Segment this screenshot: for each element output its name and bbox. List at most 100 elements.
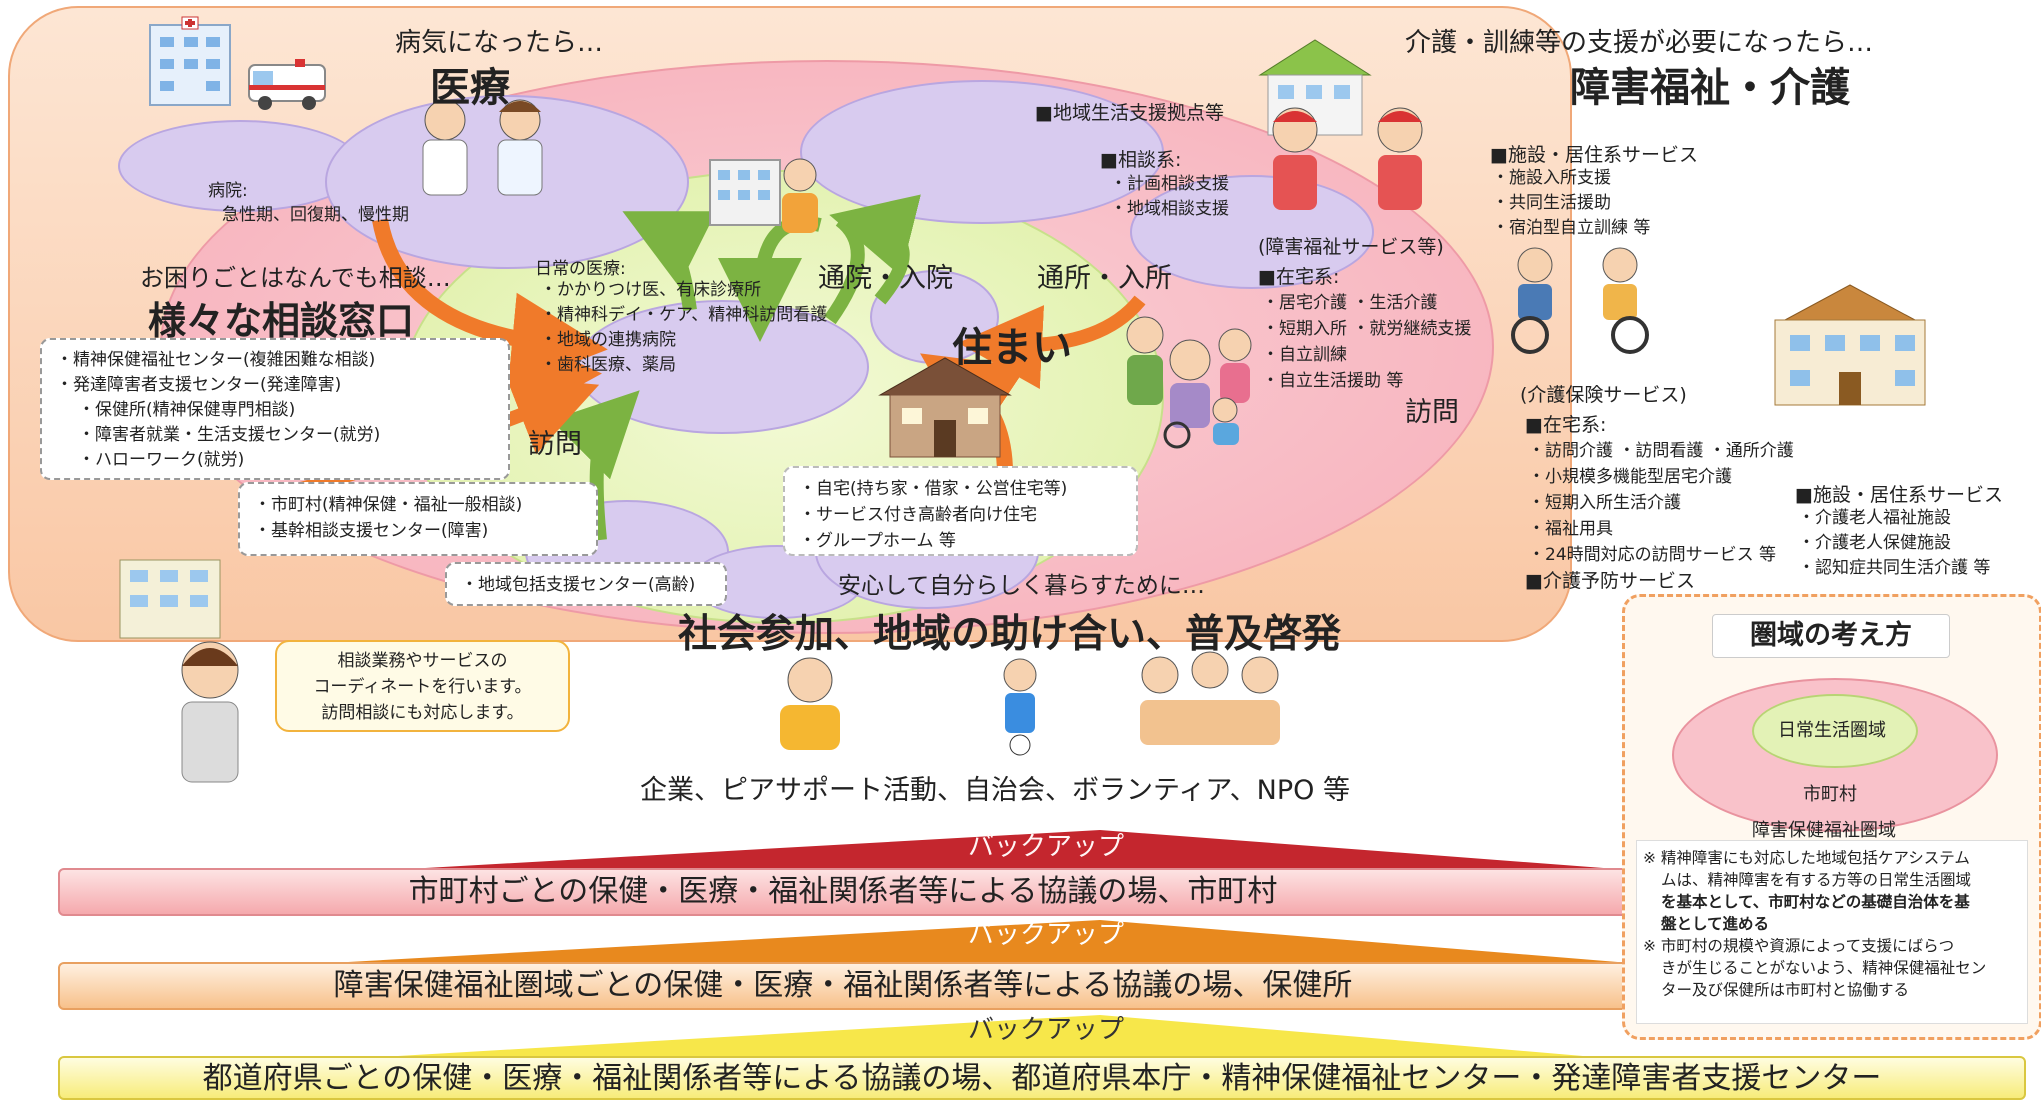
care-service-label: (介護保険サービス) [1520,384,1687,406]
facility-list: ・施設入所支援 ・共同生活援助 ・宿泊型自立訓練 等 [1492,166,1650,241]
consult-box-item: ・市町村(精神保健・福祉一般相談) [254,495,523,515]
arrow-community-up-left [550,390,640,541]
consult-box-item: ・基幹相談支援センター(障害) [254,521,489,541]
care-home-item: ・小規模多機能型居宅介護 [1528,467,1732,487]
area-outer-label: 障害保健福祉圏域 [1752,820,1896,841]
area-note-line: きが生じることがないよう、精神保健福祉セン [1661,959,1987,977]
prefecture-council-text: 都道府県ごとの保健・医療・福祉関係者等による協議の場、都道府県本庁・精神保健福祉… [202,1061,1882,1096]
consult-item: ・計画相談支援 [1110,174,1229,194]
participants-icon [780,651,1280,756]
daily-medical-title: 日常の医療: [535,259,626,279]
organizations-line: 企業、ピアサポート活動、自治会、ボランティア、NPO 等 [640,775,1350,806]
housing-box: ・自宅(持ち家・借家・公営住宅等) ・サービス付き高齢者向け住宅 ・グループホー… [783,466,1138,556]
regional-council-text: 障害保健福祉圏域ごとの保健・医療・福祉関係者等による協議の場、保健所 [333,968,1353,1003]
daily-item: ・歯科医療、薬局 [540,355,676,375]
hospital-types: 急性期、回復期、慢性期 [222,205,409,225]
arrow-commute-left [622,211,717,311]
care-home-head: ■在宅系: [1525,414,1607,436]
elderly-man-icon [782,158,818,233]
area-notes: ※ 精神障害にも対応した地域包括ケアシステム ムは、精神障害を有する方等の日常生… [1636,840,2028,1024]
facility-item: ・宿泊型自立訓練 等 [1492,218,1651,238]
doctor-nurse-icon [422,99,543,196]
area-title: 圏域の考え方 [1750,620,1912,651]
consult-box-item: ・障害者就業・生活支援センター(就労) [78,425,381,445]
care-home-item: ・24時間対応の訪問サービス 等 [1528,545,1777,565]
facility-item: ・共同生活援助 [1492,193,1611,213]
care-home-item: ・訪問介護 ・訪問看護 ・通所介護 [1528,441,1794,461]
tagline: 安心して自分らしく暮らすために… [838,573,1205,599]
housing-item: ・自宅(持ち家・借家・公営住宅等) [799,479,1068,499]
care-prevention: ■介護予防サービス [1525,570,1695,592]
care-home-item: ・短期入所生活介護 [1528,493,1681,513]
care-oval [1130,175,1374,289]
municipal-council-text: 市町村ごとの保健・医療・福祉関係者等による協議の場、市町村 [408,874,1278,909]
area-middle-label: 市町村 [1803,784,1857,805]
home-item: ・居宅介護 ・生活介護 [1262,293,1438,313]
area-note-line: ター及び保健所は市町村と協働する [1661,981,1910,999]
area-note-line: ※ 市町村の規模や資源によって支援にばらつ [1643,937,1955,955]
commute-hospital-label: 通院・入院 [818,263,953,294]
area-inner-label: 日常生活圏域 [1778,720,1886,741]
wheelchair-users-icon [1511,247,1649,354]
consult-box-3: ・地域包括支援センター(高齢) [445,562,727,606]
care-facility-item: ・介護老人福祉施設 [1798,508,1951,528]
backup-label-3: バックアップ [968,1015,1125,1045]
facility-head: ■施設・居住系サービス [1490,144,1698,166]
home-item: ・自立訓練 [1262,345,1347,365]
consult-box-item: ・発達障害者支援センター(発達障害) [56,375,342,395]
daily-item: ・精神科デイ・ケア、精神科訪問看護 [540,305,828,325]
area-note-line: ムは、精神障害を有する方等の日常生活圏域 [1661,871,1972,889]
disability-service-label: (障害福祉サービス等) [1258,236,1444,258]
regional-council-bar: 障害保健福祉圏域ごとの保健・医療・福祉関係者等による協議の場、保健所 [58,962,1628,1010]
daily-medical-list: ・かかりつけ医、有床診療所 ・精神科デイ・ケア、精神科訪問看護 ・地域の連携病院… [540,278,827,378]
care-facility-head: ■施設・居住系サービス [1795,484,2003,506]
care-facility-item: ・介護老人保健施設 [1798,533,1951,553]
care-facility-list: ・介護老人福祉施設 ・介護老人保健施設 ・認知症共同生活介護 等 [1798,506,1990,581]
visit-right-label: 訪問 [1405,397,1459,428]
medical-title: 医療 [430,65,510,111]
home-item: ・短期入所 ・就労継続支援 [1262,319,1472,339]
housing-item: ・グループホーム 等 [799,531,956,551]
consult-heading: お困りごとはなんでも相談… [140,264,451,292]
area-note-line: ※ 精神障害にも対応した地域包括ケアシステム [1643,849,1970,867]
backup-label-2: バックアップ [968,920,1125,950]
care-facility-item: ・認知症共同生活介護 等 [1798,558,1991,578]
clinic-building-icon [709,159,781,226]
arrow-commute-hospital [829,194,921,305]
area-inner-oval [1752,694,1918,768]
consult-box-item: ・ハローワーク(就労) [78,450,245,470]
consult-box-item: ・地域包括支援センター(高齢) [461,575,696,595]
area-note-line: 盤として進める [1661,915,1770,933]
care-home-list: ・訪問介護 ・訪問看護 ・通所介護 ・小規模多機能型居宅介護 ・短期入所生活介護… [1528,438,1794,568]
consult-box-item: ・保健所(精神保健専門相談) [78,400,296,420]
consult-title: 様々な相談窓口 [148,299,415,343]
prefecture-council-bar: 都道府県ごとの保健・医療・福祉関係者等による協議の場、都道府県本庁・精神保健福祉… [58,1056,2026,1100]
consult-list: ・計画相談支援 ・地域相談支援 [1110,172,1229,222]
consult-box-1: ・精神保健福祉センター(複雑困難な相談) ・発達障害者支援センター(発達障害) … [40,338,510,480]
daily-item: ・地域の連携病院 [540,330,676,350]
consult-box-item: ・精神保健福祉センター(複雑困難な相談) [56,350,376,370]
family-icon [1126,316,1252,449]
bubble-line: 相談業務やサービスの [337,651,508,671]
backup-label-1: バックアップ [968,832,1125,862]
bubble-line: 訪問相談にも対応します。 [321,703,524,723]
consult-item: ・地域相談支援 [1110,199,1229,219]
consultant-woman-icon [181,641,239,783]
area-note-line: を基本として、市町村などの基礎自治体を基 [1661,893,1970,911]
participation-title: 社会参加、地域の助け合い、普及啓発 [678,612,1342,657]
office-building-icon [119,559,221,639]
house-icon [878,357,1012,458]
consult-box-2: ・市町村(精神保健・福祉一般相談) ・基幹相談支援センター(障害) [238,482,598,556]
visit-left-label: 訪問 [528,429,582,460]
housing-item: ・サービス付き高齢者向け住宅 [799,505,1037,525]
home-head: ■在宅系: [1258,266,1340,288]
care-home-item: ・福祉用具 [1528,519,1613,539]
consultant-speech-bubble: 相談業務やサービスの コーディネートを行います。 訪問相談にも対応します。 [275,640,570,732]
welfare-title: 障害福祉・介護 [1570,65,1850,111]
municipal-council-bar: 市町村ごとの保健・医療・福祉関係者等による協議の場、市町村 [58,868,1628,916]
home-list: ・居宅介護 ・生活介護 ・短期入所 ・就労継続支援 ・自立訓練 ・自立生活援助 … [1262,290,1471,394]
daily-item: ・かかりつけ医、有床診療所 [540,280,762,300]
hospital-label: 病院: [208,181,248,201]
bubble-line: コーディネートを行います。 [313,677,532,697]
